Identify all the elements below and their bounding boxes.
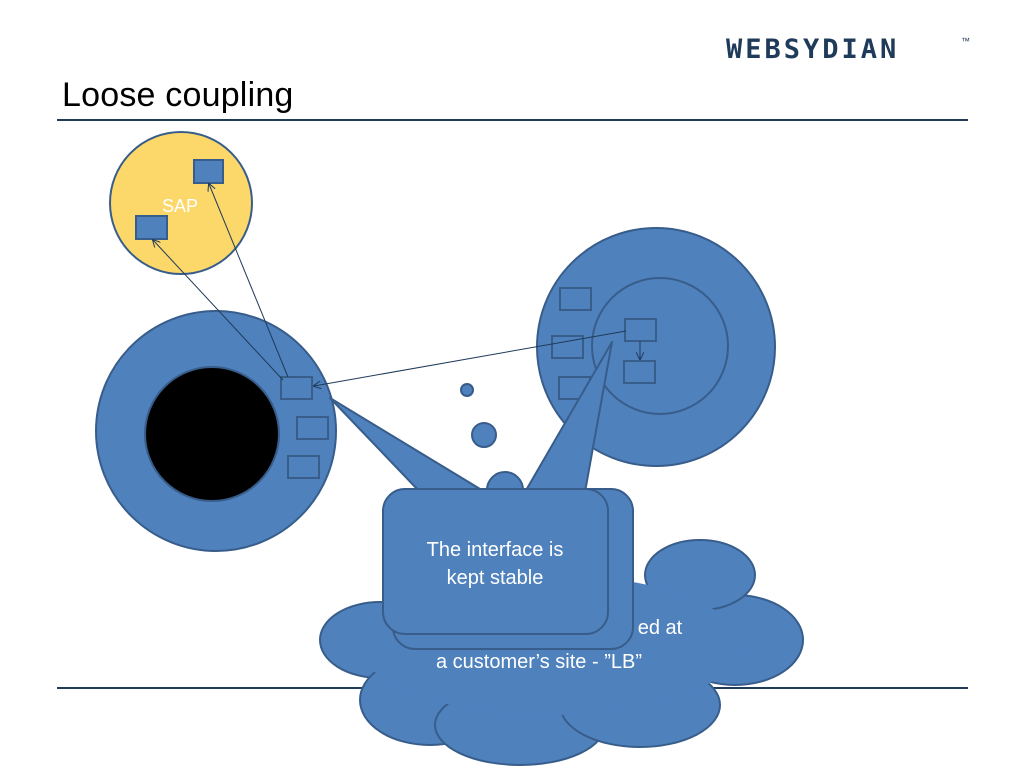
trademark-mark: ™ <box>961 36 970 46</box>
right-box-1 <box>559 287 592 311</box>
sap-box-bottom <box>135 215 168 240</box>
arrow-to-left-interface <box>314 330 627 386</box>
right-inner-box-bottom <box>623 360 656 384</box>
callout-front-line-2: kept stable <box>447 567 544 589</box>
cloud-text-line-1: ed at <box>638 617 683 639</box>
right-inner-box-top <box>624 318 657 342</box>
left-interface-box-3 <box>287 455 320 479</box>
callout-front-line-1: The interface is <box>427 539 564 561</box>
websydian-logo: WEBSYDIAN <box>726 34 900 65</box>
left-interface-box-1 <box>280 376 313 400</box>
right-inner-circle <box>591 277 729 415</box>
callout-tail-left <box>329 397 486 493</box>
arrow-to-sap-bottom <box>153 240 284 381</box>
sap-box-top <box>193 159 224 184</box>
thought-dot-small <box>460 383 474 397</box>
right-box-2 <box>551 335 584 359</box>
callout-front <box>382 488 609 635</box>
sap-label: SAP <box>162 196 198 216</box>
slide-title: Loose coupling <box>62 76 294 114</box>
thought-dot-medium <box>471 422 497 448</box>
cloud-text-line-2: a customer’s site - ”LB” <box>436 651 642 673</box>
left-core-circle <box>144 366 280 502</box>
arrow-to-sap-top <box>209 184 289 378</box>
left-interface-box-2 <box>296 416 329 440</box>
